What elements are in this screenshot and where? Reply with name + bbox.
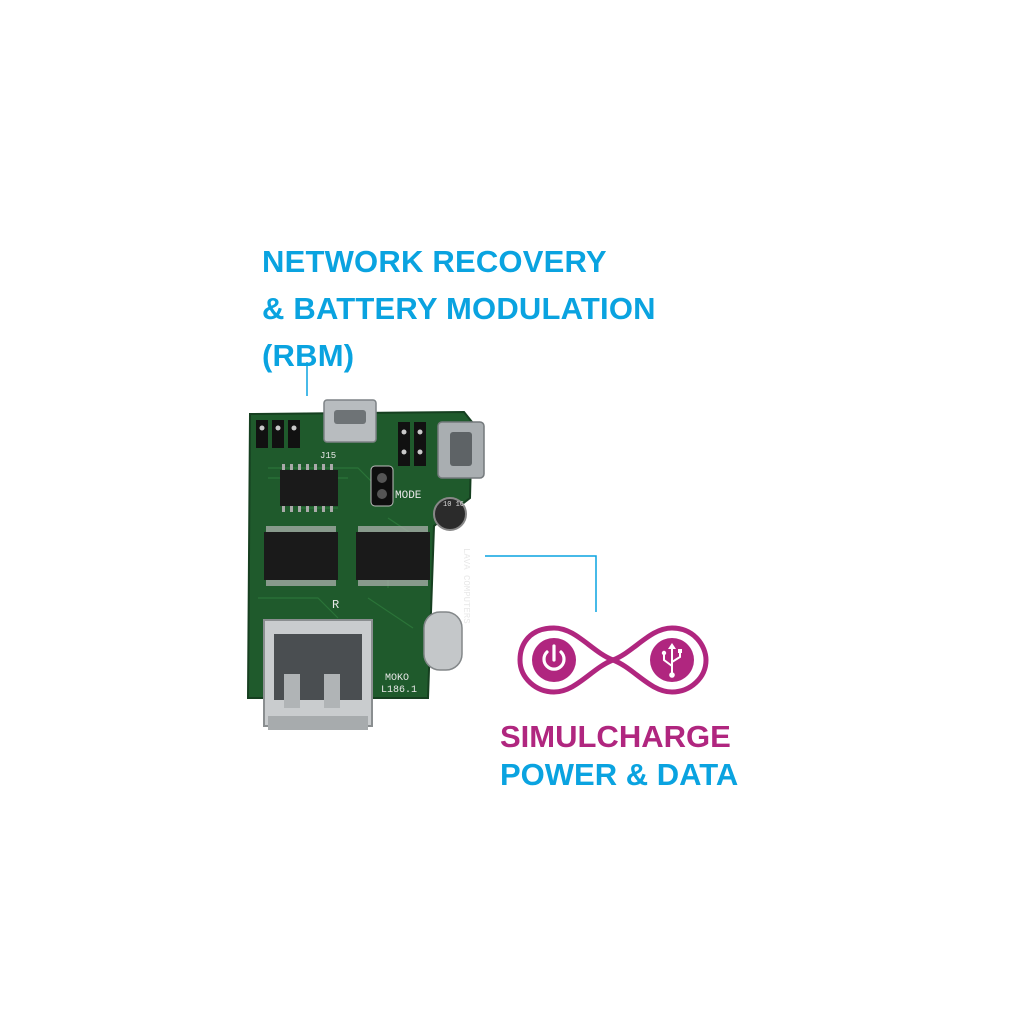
headline-line-2: & BATTERY MODULATION [262,291,656,326]
rbm-headline: NETWORK RECOVERY & BATTERY MODULATION (R… [262,238,656,379]
pcb-board-image: J15 MODE R MOKO L186.1 10 16 LAVA COMPUT… [246,399,485,730]
silk-cap: 10 16 [443,501,464,509]
silk-model: MOKO [385,673,409,684]
caption-power-data: POWER & DATA [500,757,739,792]
silk-version: L186.1 [381,685,417,696]
simulcharge-caption: SIMULCHARGE POWER & DATA [500,718,738,794]
headline-connector-line [306,362,308,396]
silk-r: R [332,598,339,612]
caption-simulcharge: SIMULCHARGE [500,719,731,754]
silk-j15: J15 [320,451,336,461]
silk-mode: MODE [395,490,422,502]
logo-connector-line [485,555,597,612]
headline-line-1: NETWORK RECOVERY [262,244,607,279]
simulcharge-logo [517,625,709,695]
silk-brand: LAVA COMPUTERS [461,548,471,624]
headline-line-3: (RBM) [262,338,355,373]
usb-icon [650,638,694,682]
power-icon [532,638,576,682]
